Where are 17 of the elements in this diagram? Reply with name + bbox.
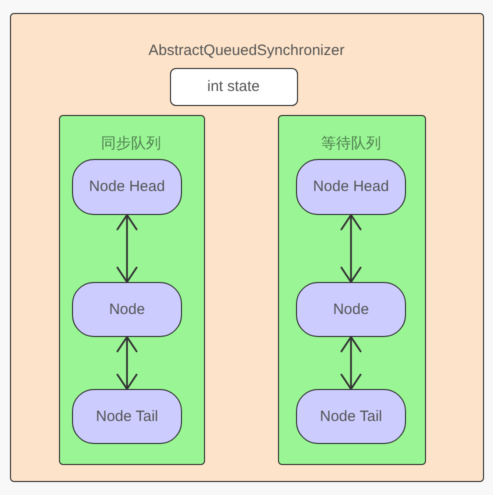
class-title: AbstractQueuedSynchronizer <box>148 42 344 60</box>
double-arrow <box>340 214 362 283</box>
queue-node: Node Head <box>296 159 406 215</box>
queue-node: Node <box>72 282 182 337</box>
queue-heading: 等待队列 <box>321 134 381 152</box>
queue-panel <box>278 114 426 464</box>
state-box: int state <box>170 68 298 106</box>
queue-panel <box>58 114 204 464</box>
queue-node: Node Head <box>72 159 182 215</box>
double-arrow <box>340 336 362 390</box>
queue-node: Node Tail <box>72 389 182 444</box>
double-arrow <box>116 214 138 283</box>
queue-node: Node Tail <box>296 389 406 444</box>
double-arrow <box>116 336 138 390</box>
class-container <box>10 13 484 482</box>
queue-node: Node <box>296 282 406 337</box>
queue-heading: 同步队列 <box>101 134 161 152</box>
